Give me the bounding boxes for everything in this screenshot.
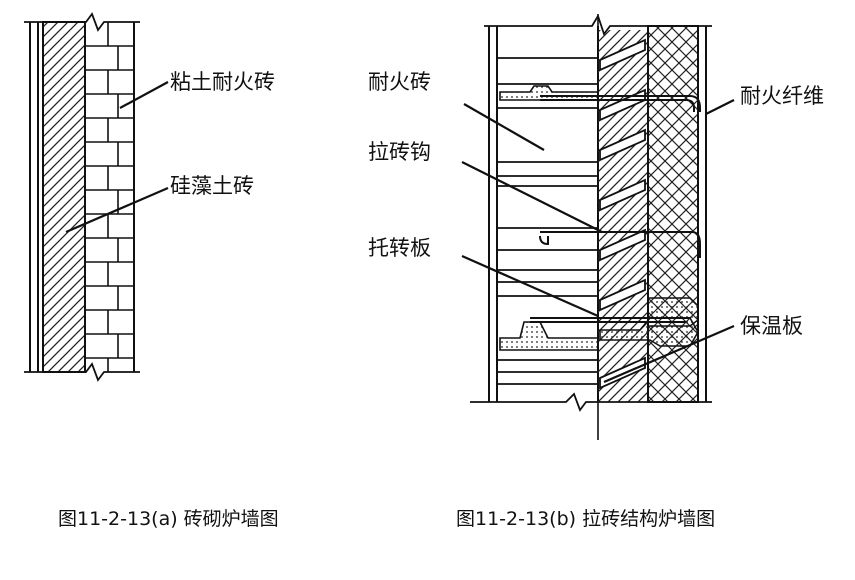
figure-b-leaders [461,99,735,384]
label-clay-refractory-brick: 粘土耐火砖 [170,70,275,94]
figure-a-brick-joints [85,22,134,372]
label-brick-hook: 拉砖钩 [368,140,431,164]
label-firebrick: 耐火砖 [368,70,431,94]
figure-b-brick-courses [497,57,598,385]
figure-b-wall [488,14,707,440]
figure-a-leaders [65,81,169,234]
figure-a-wall [29,21,135,373]
label-insulation-board: 保温板 [740,314,803,338]
label-refractory-fiber: 耐火纤维 [740,84,824,108]
figure-a-break-marks [24,12,140,382]
caption-figure-a: 图11-2-13(a) 砖砌炉墙图 [58,508,279,530]
label-diatomite-brick: 硅藻土砖 [170,174,254,198]
label-support-plate: 托转板 [368,236,431,260]
figure-b-break-marks [470,13,712,412]
figure-b-tie-hooks [530,95,701,323]
caption-figure-b: 图11-2-13(b) 拉砖结构炉墙图 [456,508,716,530]
